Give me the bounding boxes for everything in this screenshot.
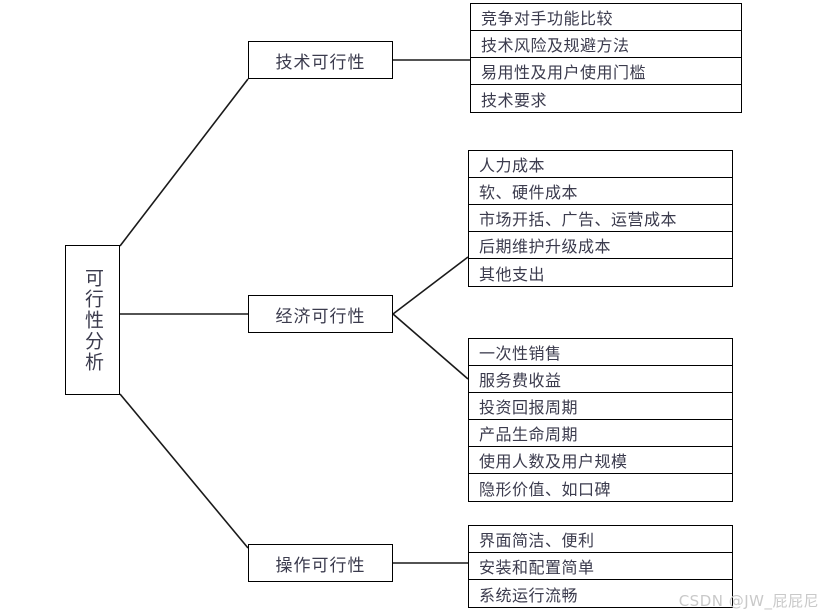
root-node[interactable]: 可行性分析: [65, 245, 120, 395]
leaf-item-label: 技术要求: [481, 92, 548, 110]
leaf-item-label: 服务费收益: [479, 373, 562, 390]
leaf-item[interactable]: 一次性销售: [469, 339, 732, 366]
leaf-item[interactable]: 软、硬件成本: [469, 178, 732, 205]
leaf-item[interactable]: 技术风险及规避方法: [471, 31, 741, 58]
leaf-item[interactable]: 隐形价值、如口碑: [469, 474, 732, 501]
leaf-group-economic-revenue: 一次性销售 服务费收益 投资回报周期 产品生命周期 使用人数及用户规模 隐形价值…: [468, 338, 733, 502]
category-node-technical-label: 技术可行性: [275, 52, 366, 72]
leaf-item[interactable]: 安装和配置简单: [469, 553, 732, 580]
category-node-operational[interactable]: 操作可行性: [248, 544, 393, 582]
leaf-item-label: 界面简洁、便利: [479, 533, 595, 550]
root-node-label: 可行性分析: [82, 267, 103, 373]
leaf-item-label: 投资回报周期: [479, 400, 579, 417]
leaf-item-label: 安装和配置简单: [479, 560, 595, 577]
leaf-item-label: 竞争对手功能比较: [481, 11, 614, 28]
leaf-item-label: 易用性及用户使用门槛: [481, 65, 647, 82]
leaf-item-label: 隐形价值、如口碑: [479, 481, 612, 499]
leaf-item-label: 使用人数及用户规模: [479, 454, 628, 471]
leaf-item-label: 其他支出: [479, 266, 546, 284]
leaf-item[interactable]: 技术要求: [471, 85, 741, 112]
leaf-item[interactable]: 使用人数及用户规模: [469, 447, 732, 474]
leaf-item-label: 市场开括、广告、运营成本: [479, 212, 678, 229]
category-node-technical[interactable]: 技术可行性: [248, 41, 393, 79]
edge-economic-to-group1: [392, 256, 469, 315]
leaf-item-label: 人力成本: [479, 158, 546, 175]
leaf-item[interactable]: 界面简洁、便利: [469, 526, 732, 553]
leaf-item[interactable]: 其他支出: [469, 259, 732, 286]
leaf-item-label: 系统运行流畅: [479, 587, 579, 605]
leaf-item[interactable]: 服务费收益: [469, 366, 732, 393]
category-node-economic[interactable]: 经济可行性: [248, 295, 393, 333]
leaf-item[interactable]: 竞争对手功能比较: [471, 4, 741, 31]
leaf-item[interactable]: 易用性及用户使用门槛: [471, 58, 741, 85]
leaf-item[interactable]: 人力成本: [469, 151, 732, 178]
leaf-group-economic-costs: 人力成本 软、硬件成本 市场开括、广告、运营成本 后期维护升级成本 其他支出: [468, 150, 733, 287]
leaf-item[interactable]: 投资回报周期: [469, 393, 732, 420]
leaf-item[interactable]: 系统运行流畅: [469, 580, 732, 607]
leaf-item[interactable]: 后期维护升级成本: [469, 232, 732, 259]
leaf-item-label: 产品生命周期: [479, 427, 579, 444]
leaf-item[interactable]: 市场开括、广告、运营成本: [469, 205, 732, 232]
leaf-group-operational: 界面简洁、便利 安装和配置简单 系统运行流畅: [468, 525, 733, 608]
leaf-item-label: 后期维护升级成本: [479, 239, 612, 256]
leaf-item[interactable]: 产品生命周期: [469, 420, 732, 447]
leaf-group-technical: 竞争对手功能比较 技术风险及规避方法 易用性及用户使用门槛 技术要求: [470, 3, 742, 113]
category-node-operational-label: 操作可行性: [275, 555, 366, 575]
leaf-item-label: 一次性销售: [479, 346, 562, 363]
leaf-item-label: 软、硬件成本: [479, 185, 579, 202]
edge-root-to-operational: [119, 393, 249, 549]
edge-root-to-technical: [119, 78, 249, 247]
edge-economic-to-group2: [392, 313, 469, 380]
leaf-item-label: 技术风险及规避方法: [481, 38, 630, 55]
csdn-watermark: CSDN @JW_屁屁尼: [678, 592, 819, 610]
category-node-economic-label: 经济可行性: [275, 306, 366, 326]
